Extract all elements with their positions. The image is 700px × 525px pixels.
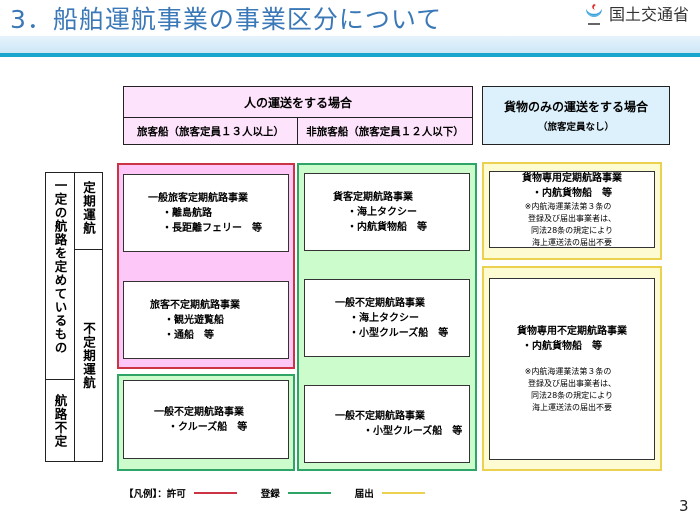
- cell-title: 貨客定期航路事業: [333, 191, 413, 203]
- cargo-transport-subtitle: （旅客定員なし）: [537, 122, 614, 133]
- ministry-name: 国土交通省: [609, 5, 690, 24]
- cell-note: 海上運送法の届出不要: [532, 403, 612, 412]
- legend-label-notify: 届出: [354, 489, 374, 500]
- cell-item: ・クルーズ船 等: [168, 421, 248, 433]
- cell-item: ・内航貨物船 等: [347, 221, 427, 233]
- cell-item: ・通船 等: [164, 329, 214, 341]
- header-divider: [0, 53, 700, 57]
- cell-passenger-unscheduled: 旅客不定期航路事業 ・観光遊覧船 ・通船 等: [123, 281, 289, 359]
- row-scheduled: 定期運航: [81, 181, 96, 235]
- cargo-transport-title: 貨物のみの運送をする場合: [503, 100, 648, 114]
- row-fixed-route: 一定の航路を定めているもの: [52, 179, 68, 355]
- cell-cargo-unscheduled: 貨物専用不定期航路事業 ・内航貨物船 等 ※内航海運業法第３条の 登録及び届出事…: [489, 278, 655, 460]
- cell-item: ・離島航路: [162, 207, 212, 219]
- legend: 【凡例】：許可 登録 届出: [124, 486, 449, 500]
- row-header-table: 一定の航路を定めているもの 定期運航 不定期運航 航路不定: [45, 172, 103, 462]
- cell-note: 登録及び届出事業者は、: [528, 379, 616, 388]
- cell-item: ・内航貨物船 等: [532, 187, 612, 199]
- cell-item: ・観光遊覧船: [164, 314, 224, 326]
- cell-title: 一般不定期航路事業: [335, 297, 425, 309]
- cell-item: ・海上タクシー: [347, 206, 417, 218]
- cell-note: 同法28条の規定により: [530, 225, 614, 235]
- legend-label-permit: 【凡例】：許可: [124, 489, 186, 500]
- cell-nonpassenger-unscheduled: 一般不定期航路事業 ・海上タクシー ・小型クルーズ船 等: [304, 279, 470, 357]
- row-no-fixed-route: 航路不定: [52, 393, 68, 448]
- legend-swatch-register: [287, 492, 331, 494]
- people-transport-title: 人の運送をする場合: [124, 87, 472, 118]
- cell-note: 海上運送法の届出不要: [532, 237, 612, 247]
- cell-title: 貨物専用不定期航路事業: [517, 326, 627, 337]
- register-panel-non-passenger: 貨客定期航路事業 ・海上タクシー ・内航貨物船 等 一般不定期航路事業 ・海上タ…: [297, 163, 477, 471]
- row-unscheduled: 不定期運航: [81, 321, 96, 390]
- cell-item: ・海上タクシー: [349, 312, 419, 324]
- legend-swatch-notify: [381, 492, 425, 494]
- header-people-transport: 人の運送をする場合 旅客船（旅客定員１３人以上） 非旅客船（旅客定員１２人以下）: [123, 86, 473, 145]
- cell-note: 同法28条の規定により: [530, 391, 614, 400]
- cell-item: ・長距離フェリー 等: [162, 222, 262, 234]
- cell-title: 一般不定期航路事業: [154, 406, 244, 418]
- cell-cargo-scheduled: 貨物専用定期航路事業 ・内航貨物船 等 ※内航海運業法第３条の 登録及び届出事業…: [489, 171, 655, 248]
- cell-title: 旅客不定期航路事業: [150, 299, 240, 311]
- cell-nonpassenger-scheduled: 貨客定期航路事業 ・海上タクシー ・内航貨物船 等: [304, 173, 470, 251]
- cell-note: ※内航海運業法第３条の: [524, 201, 612, 211]
- cell-note: 登録及び届出事業者は、: [528, 213, 616, 223]
- mlit-logo-icon: [586, 4, 602, 25]
- cell-note: ※内航海運業法第３条の: [524, 367, 612, 376]
- notify-panel-cargo-scheduled: 貨物専用定期航路事業 ・内航貨物船 等 ※内航海運業法第３条の 登録及び届出事業…: [482, 162, 662, 260]
- register-panel-passenger: 一般不定期航路事業 ・クルーズ船 等: [117, 374, 295, 471]
- header-band: [0, 36, 700, 53]
- permit-panel-passenger: 一般旅客定期航路事業 ・離島航路 ・長距離フェリー 等 旅客不定期航路事業 ・観…: [117, 163, 295, 369]
- cell-nonpassenger-no-route: 一般不定期航路事業 ・小型クルーズ船 等: [304, 385, 470, 463]
- legend-label-register: 登録: [260, 489, 280, 500]
- cell-title: 一般旅客定期航路事業: [148, 192, 248, 204]
- cell-passenger-scheduled: 一般旅客定期航路事業 ・離島航路 ・長距離フェリー 等: [123, 174, 289, 252]
- cell-item: ・内航貨物船 等: [522, 341, 602, 352]
- page-number: 3: [679, 497, 689, 515]
- notify-panel-cargo-unscheduled: 貨物専用不定期航路事業 ・内航貨物船 等 ※内航海運業法第３条の 登録及び届出事…: [482, 266, 662, 471]
- cell-title: 一般不定期航路事業: [335, 411, 425, 422]
- legend-swatch-permit: [193, 492, 237, 494]
- cell-title: 貨物専用定期航路事業: [522, 172, 622, 184]
- cell-item: ・小型クルーズ船 等: [349, 327, 449, 339]
- non-passenger-ship-header: 非旅客船（旅客定員１２人以下）: [306, 125, 464, 138]
- cell-item: ・小型クルーズ船 等: [363, 426, 463, 437]
- page-title: 3．船舶運航事業の事業区分について: [10, 5, 443, 34]
- cell-passenger-no-route: 一般不定期航路事業 ・クルーズ船 等: [123, 380, 289, 459]
- passenger-ship-header: 旅客船（旅客定員１３人以上）: [124, 118, 298, 144]
- header-cargo-transport: 貨物のみの運送をする場合 （旅客定員なし）: [482, 86, 670, 145]
